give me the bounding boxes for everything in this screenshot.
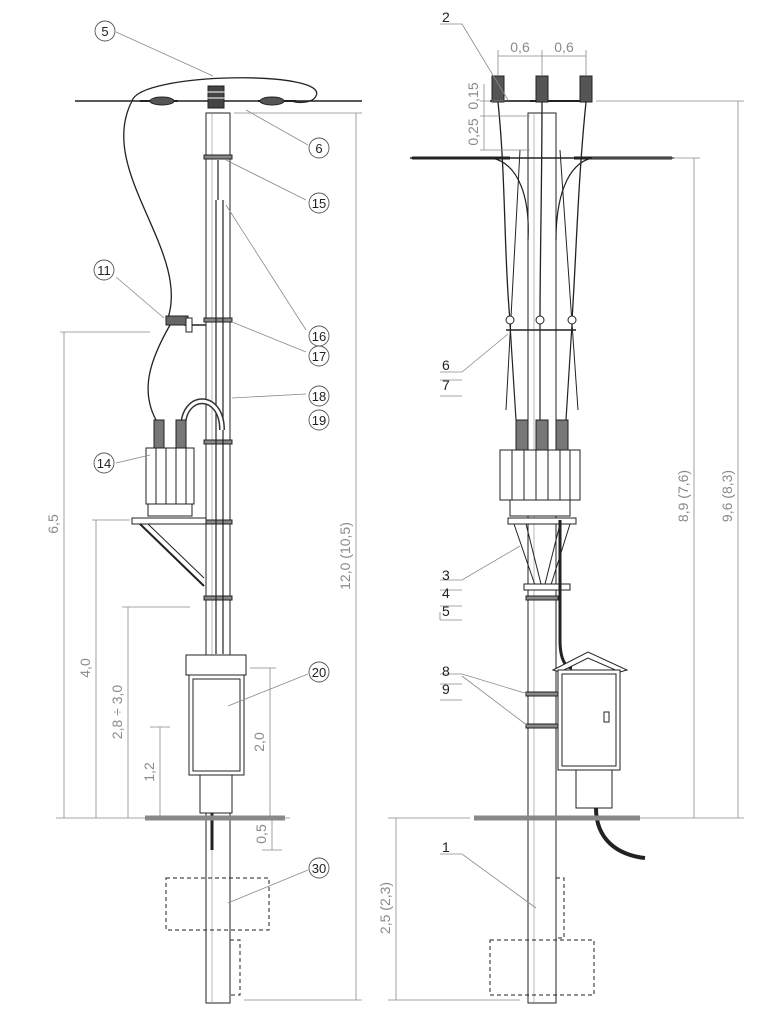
pole-left bbox=[205, 112, 231, 1004]
transformer-right bbox=[499, 449, 581, 517]
dim-4-0: 4,0 bbox=[77, 658, 93, 678]
callout-20: 20 bbox=[312, 665, 326, 680]
transformer-left bbox=[145, 419, 195, 517]
callout-14: 14 bbox=[97, 456, 111, 471]
front-view bbox=[410, 75, 674, 1004]
label-4: 4 bbox=[442, 585, 450, 601]
dim-0-6-a: 0,6 bbox=[510, 39, 530, 55]
label-8: 8 bbox=[442, 663, 450, 679]
callout-6: 6 bbox=[315, 141, 322, 156]
dim-2-0: 2,0 bbox=[251, 732, 267, 752]
label-5: 5 bbox=[442, 603, 450, 619]
callout-30: 30 bbox=[312, 861, 326, 876]
dim-2-8-3-0: 2,8 ÷ 3,0 bbox=[109, 685, 125, 740]
dim-9-6: 9,6 (8,3) bbox=[719, 470, 735, 522]
dim-6-5: 6,5 bbox=[45, 514, 61, 534]
dim-0-15: 0,15 bbox=[465, 82, 481, 109]
callout-18: 18 bbox=[312, 389, 326, 404]
dim-1-2: 1,2 bbox=[141, 762, 157, 782]
dimension-lines-right bbox=[388, 50, 744, 1001]
callout-circles bbox=[93, 20, 330, 879]
dim-0-25: 0,25 bbox=[465, 118, 481, 145]
dim-0-6-b: 0,6 bbox=[554, 39, 574, 55]
label-6: 6 bbox=[442, 357, 450, 373]
label-3: 3 bbox=[442, 567, 450, 583]
dim-12-0: 12,0 (10,5) bbox=[337, 522, 353, 590]
callout-11: 11 bbox=[97, 263, 111, 278]
dim-8-9: 8,9 (7,6) bbox=[675, 470, 691, 522]
label-7: 7 bbox=[442, 377, 450, 393]
dimension-lines-left bbox=[56, 112, 362, 1001]
label-9: 9 bbox=[442, 681, 450, 697]
side-view bbox=[75, 77, 362, 1004]
callout-16: 16 bbox=[312, 329, 326, 344]
label-1: 1 bbox=[442, 839, 450, 855]
dim-0-5: 0,5 bbox=[253, 824, 269, 844]
callout-15: 15 bbox=[312, 196, 326, 211]
callout-5: 5 bbox=[101, 24, 108, 39]
callout-19: 19 bbox=[312, 413, 326, 428]
label-2: 2 bbox=[442, 9, 450, 25]
callout-17: 17 bbox=[312, 349, 326, 364]
dim-2-5: 2,5 (2,3) bbox=[377, 882, 393, 934]
cabinet-right bbox=[551, 651, 646, 860]
